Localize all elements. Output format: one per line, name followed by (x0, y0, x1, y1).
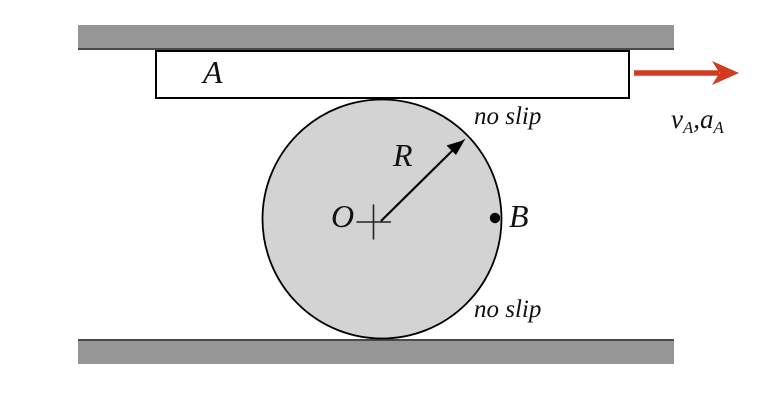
acceleration-subscript: A (713, 117, 724, 137)
velocity-subscript: A (682, 117, 694, 137)
point-b-dot (489, 212, 501, 224)
center-label: O (331, 198, 355, 234)
no-slip-label-bottom: no slip (474, 296, 542, 323)
point-b-label: B (509, 198, 529, 234)
fixed-wall-bottom (78, 339, 674, 364)
plate-a (155, 50, 630, 99)
fixed-wall-top (78, 25, 674, 50)
radius-label: R (393, 137, 413, 173)
center-cross-marker (356, 204, 391, 240)
radius-arrow-shaft (380, 149, 454, 222)
velocity-acceleration-label: vA,aA (671, 104, 724, 136)
radius-arrow-head (446, 138, 466, 155)
acceleration-symbol: a (699, 104, 714, 134)
no-slip-label-top: no slip (474, 103, 542, 130)
plate-a-label: A (203, 54, 223, 90)
velocity-symbol: v (671, 104, 683, 134)
velocity-arrow-head (712, 61, 739, 85)
comma-separator: , (693, 104, 700, 134)
